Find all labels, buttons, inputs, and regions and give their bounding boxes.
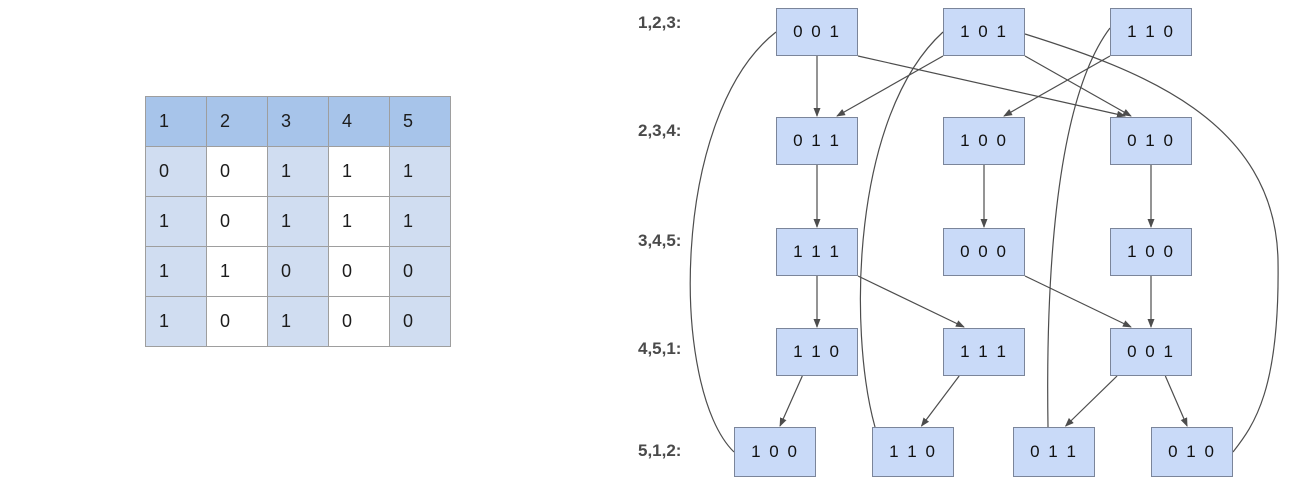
matrix-cell-r3c4: 0: [328, 246, 390, 297]
graph-node-r5c2: 1 1 0: [872, 427, 954, 477]
graph-node-r5c3: 0 1 1: [1013, 427, 1095, 477]
graph-node-r4c1: 1 1 0: [776, 328, 858, 376]
header-cell-col5: 5: [389, 96, 451, 147]
matrix-cell-r1c3: 1: [267, 146, 329, 197]
header-cell-col3: 3: [267, 96, 329, 147]
matrix-cell-r1c4: 1: [328, 146, 390, 197]
graph-node-r2c1: 0 1 1: [776, 117, 858, 165]
header-cell-col4: 4: [328, 96, 390, 147]
matrix-cell-r1c1: 0: [145, 146, 207, 197]
window-row-label-5: 5,1,2:: [638, 441, 682, 460]
matrix-cell-r2c5: 1: [389, 196, 451, 247]
matrix-cell-r4c4: 0: [328, 296, 390, 347]
edge-r3c1-r4c2: [857, 275, 965, 328]
edge-r4c1-r5c1: [779, 375, 803, 427]
graph-node-r1c1: 0 0 1: [776, 8, 858, 56]
graph-node-r4c2: 1 1 1: [943, 328, 1025, 376]
edge-r1c2-r2c1: [836, 55, 944, 117]
edge-r4c3-r5c3: [1064, 375, 1118, 427]
wrap-edge-r5c2-r1c2: [859, 31, 944, 428]
matrix-cell-r4c1: 1: [145, 296, 207, 347]
window-row-label-2: 2,3,4:: [638, 121, 682, 140]
edge-r1c2-r2c3: [1024, 55, 1132, 117]
matrix-cell-r1c2: 0: [206, 146, 268, 197]
matrix-cell-r3c1: 1: [145, 246, 207, 297]
matrix-cell-r1c5: 1: [389, 146, 451, 197]
graph-node-r3c3: 1 0 0: [1110, 228, 1192, 276]
edge-r4c2-r5c2: [920, 375, 960, 427]
graph-node-r2c3: 0 1 0: [1110, 117, 1192, 165]
matrix-cell-r3c2: 1: [206, 246, 268, 297]
edge-r3c2-r4c3: [1024, 275, 1132, 328]
graph-node-r5c4: 0 1 0: [1151, 427, 1233, 477]
graph-node-r3c2: 0 0 0: [943, 228, 1025, 276]
matrix-cell-r2c1: 1: [145, 196, 207, 247]
edge-r4c3-r5c4: [1164, 375, 1188, 427]
graph-node-r5c1: 1 0 0: [734, 427, 816, 477]
graph-node-r2c2: 1 0 0: [943, 117, 1025, 165]
graph-node-r4c3: 0 0 1: [1110, 328, 1192, 376]
wrap-edge-r5c1-r1c1: [689, 31, 777, 453]
edge-r1c3-r2c2: [1003, 55, 1111, 117]
graph-node-r1c3: 1 1 0: [1110, 8, 1192, 56]
window-row-label-3: 3,4,5:: [638, 231, 682, 250]
matrix-cell-r2c3: 1: [267, 196, 329, 247]
header-cell-col1: 1: [145, 96, 207, 147]
window-row-label-4: 4,5,1:: [638, 339, 682, 358]
matrix-cell-r4c5: 0: [389, 296, 451, 347]
matrix-cell-r4c3: 1: [267, 296, 329, 347]
edge-r1c1-r2c3: [857, 55, 1126, 118]
matrix-cell-r4c2: 0: [206, 296, 268, 347]
wrap-edge-r5c3-r1c3: [1047, 27, 1111, 428]
matrix-cell-r3c5: 0: [389, 246, 451, 297]
graph-node-r1c2: 1 0 1: [943, 8, 1025, 56]
window-row-label-1: 1,2,3:: [638, 13, 682, 32]
matrix-cell-r2c2: 0: [206, 196, 268, 247]
graph-node-r3c1: 1 1 1: [776, 228, 858, 276]
wrap-edge-r5c4-r1c2: [1024, 33, 1279, 453]
